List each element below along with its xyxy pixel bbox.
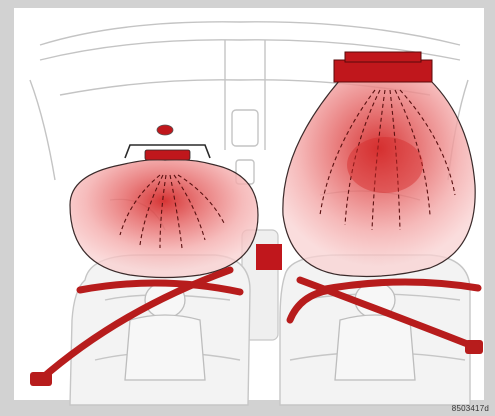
belt-buckle-left <box>30 372 52 386</box>
center-module-icon <box>256 244 282 270</box>
dashboard-module-right <box>334 52 432 82</box>
airbag-left <box>70 160 258 278</box>
belt-buckle-right <box>465 340 483 354</box>
reference-code: 8503417d <box>452 404 489 413</box>
